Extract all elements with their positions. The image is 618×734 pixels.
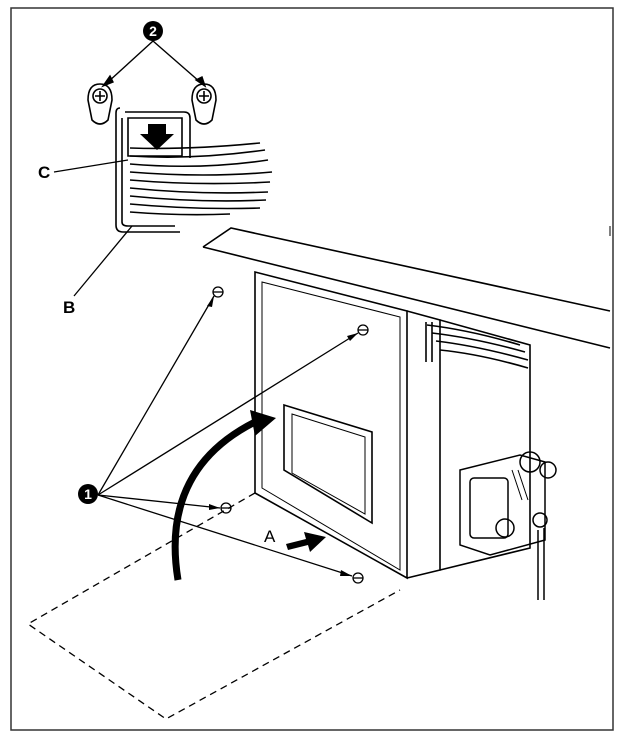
label-c-leader: [53, 159, 129, 173]
control-box: [254, 270, 531, 580]
screw-left-icon: [87, 83, 113, 125]
label-b: B: [63, 298, 75, 317]
screw-icon: [357, 324, 369, 336]
cable-clamp-detail: [115, 107, 273, 233]
label-b-leader: [73, 225, 133, 297]
figure-frame: [10, 7, 614, 731]
clamp-arrow-icon: [140, 124, 174, 150]
dashed-panel-outline: [26, 492, 401, 720]
callout-1-arrowheads: [207, 296, 358, 576]
callout-2-text: 2: [149, 23, 157, 39]
table-top: [202, 226, 611, 349]
screw-icon: [212, 286, 224, 298]
screw-icon: [352, 572, 364, 584]
screw-right-icon: [191, 83, 217, 125]
callout-1-text: 1: [84, 486, 92, 502]
motor-assembly: [459, 451, 557, 600]
callout-1-badge: 1: [78, 484, 98, 504]
label-c: C: [38, 163, 50, 182]
cover-window: [283, 403, 373, 525]
rotation-arrow: [171, 410, 276, 581]
callout-2-leaders: [101, 40, 207, 88]
callout-2-badge: 2: [143, 21, 163, 41]
label-a: A: [264, 527, 276, 546]
push-arrow-icon: [286, 532, 326, 552]
callout-1-leaders: [97, 295, 359, 577]
